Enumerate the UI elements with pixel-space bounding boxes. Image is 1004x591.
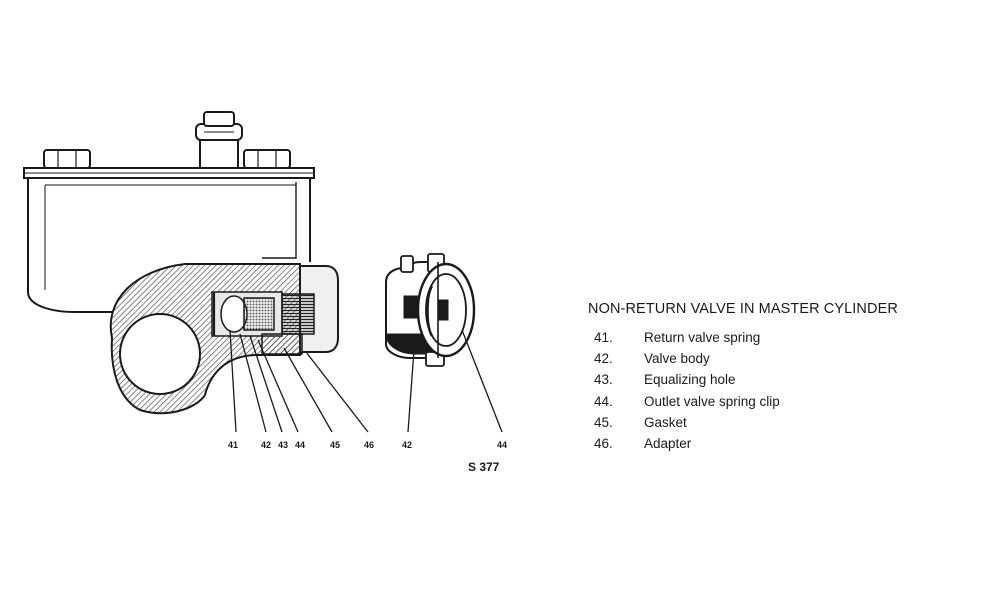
legend-item-number: 46. [594,436,613,452]
reservoir [23,167,315,313]
legend-item-number: 45. [594,414,613,430]
cylinder-bore [119,313,201,395]
filler-nipple [195,111,243,169]
callout-44-exploded: 44 [497,440,507,450]
legend-title: NON-RETURN VALVE IN MASTER CYLINDER [588,301,898,317]
figure-code: S 377 [468,460,500,474]
legend-item: 44. Outlet valve spring clip [594,391,988,412]
legend-item-text: Adapter [644,436,692,452]
legend-item: 43. Equalizing hole [594,369,988,390]
legend-item-text: Outlet valve spring clip [644,393,780,409]
valve-body-exploded [385,253,476,367]
legend-item-number: 43. [594,372,613,388]
callout-42-exploded: 42 [402,440,412,450]
callout-41: 41 [228,440,238,450]
legend-list: 41. Return valve spring 42. Valve body 4… [588,327,988,454]
bolt-right [243,149,291,169]
adapter [261,265,339,355]
legend-item-text: Return valve spring [644,330,761,345]
callout-44: 44 [295,440,305,450]
legend-item-text: Valve body [644,351,710,367]
bolt-left [43,149,91,169]
legend: NON-RETURN VALVE IN MASTER CYLINDER 41. … [588,301,988,454]
legend-item-number: 41. [594,330,613,345]
valve-pocket [211,291,283,337]
legend-item: 42. Valve body [594,348,988,369]
callout-42: 42 [261,440,271,450]
callout-45: 45 [330,440,340,450]
callout-43: 43 [278,440,288,450]
legend-item-text: Gasket [644,414,687,430]
leader-lines [229,329,503,433]
callout-46: 46 [364,440,374,450]
legend-item: 41. Return valve spring [594,327,988,348]
legend-item-text: Equalizing hole [644,372,736,388]
legend-item-number: 44. [594,393,613,409]
legend-item: 45. Gasket [594,412,988,433]
legend-item: 46. Adapter [594,433,988,454]
legend-item-number: 42. [594,351,613,367]
